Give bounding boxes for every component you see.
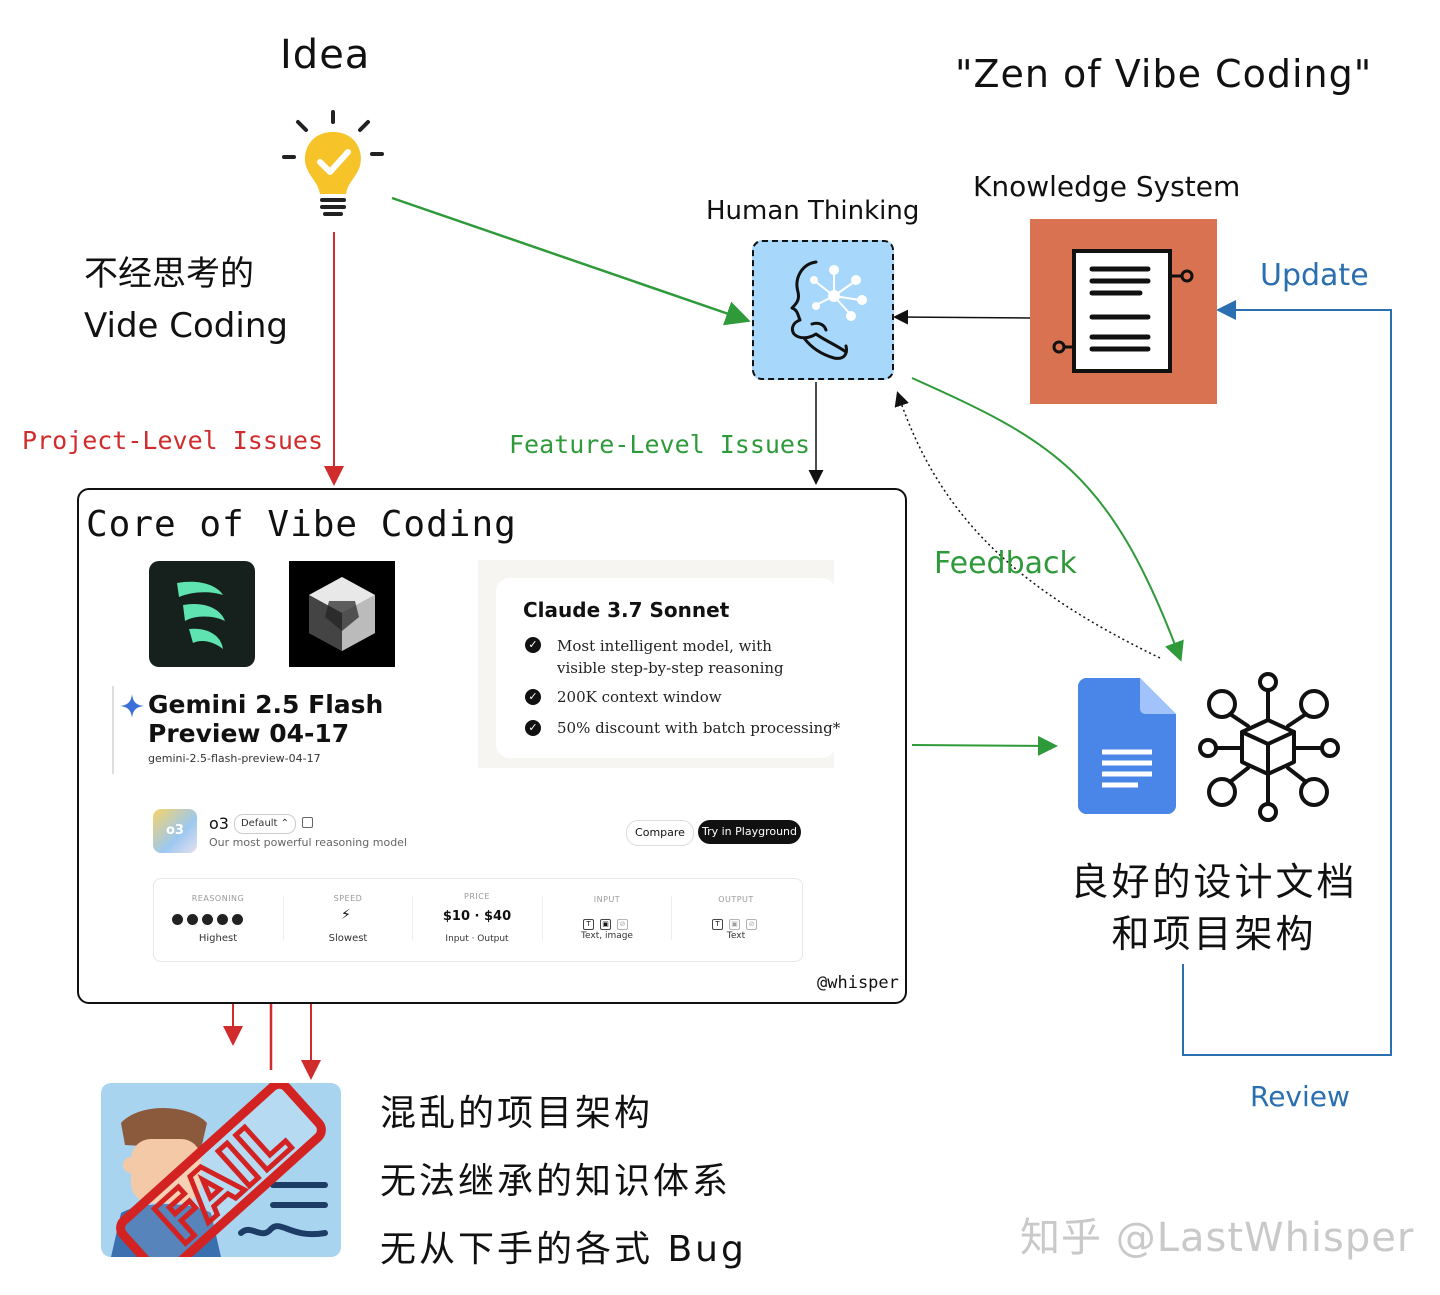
- reasoning-dots: [170, 910, 270, 929]
- reasoning-dot: [187, 914, 198, 925]
- sparkle-icon: [120, 694, 144, 718]
- windsurf-logo-icon: [149, 561, 255, 667]
- stat-price-main: $10 · $40: [442, 909, 512, 924]
- stat-divider: [412, 896, 413, 940]
- good-docs-label: 良好的设计文档 和项目架构: [1064, 856, 1364, 960]
- google-doc-icon: [1078, 678, 1176, 814]
- arrow-review-update-loop: [1182, 300, 1392, 1056]
- stat-reasoning-value: Highest: [198, 933, 238, 944]
- audio-icon: ⊘: [617, 919, 628, 930]
- stat-output-header: OUTPUT: [718, 895, 754, 904]
- fail-reasons: 混乱的项目架构 无法继承的知识体系 无从下手的各式 Bug: [380, 1080, 747, 1284]
- human-thinking-label: Human Thinking: [706, 196, 920, 226]
- check-icon: ✓: [525, 720, 541, 736]
- document-icon: [1052, 249, 1194, 373]
- o3-avatar: o3: [153, 809, 197, 853]
- reasoning-dot: [217, 914, 228, 925]
- good-docs-line1: 良好的设计文档: [1070, 860, 1358, 904]
- no-thinking-label: 不经思考的 Vide Coding: [84, 248, 288, 352]
- gem-logo-icon: [289, 561, 395, 667]
- gemini-title: Gemini 2.5 Flash Preview 04-17: [148, 690, 384, 748]
- arrow-human-to-docs: [911, 377, 1184, 662]
- image-icon: ▣: [729, 919, 740, 930]
- o3-default-badge[interactable]: Default ⌃: [234, 814, 296, 834]
- human-thinking-box: [752, 240, 894, 380]
- fail-reason-3: 无从下手的各式 Bug: [380, 1229, 747, 1270]
- project-issues-label: Project-Level Issues: [22, 426, 324, 455]
- copy-icon[interactable]: [302, 817, 313, 828]
- arrow-feedback: [894, 391, 1161, 659]
- zen-title: "Zen of Vibe Coding": [955, 52, 1373, 96]
- stat-speed-header: SPEED: [333, 894, 363, 903]
- reasoning-dot: [172, 914, 183, 925]
- network-cube-icon: [1198, 672, 1340, 822]
- reasoning-dot: [232, 914, 243, 925]
- update-label: Update: [1260, 258, 1369, 293]
- core-title: Core of Vibe Coding: [86, 504, 517, 545]
- feature-issues-label: Feature-Level Issues: [509, 430, 811, 459]
- input-modality-icons: T ▣ ⊘: [580, 911, 631, 930]
- knowledge-system-box: [1030, 219, 1217, 404]
- lightning-icon: ⚡: [341, 907, 351, 923]
- check-icon: ✓: [525, 637, 541, 653]
- good-docs-line2: 和项目架构: [1111, 912, 1317, 956]
- fail-reason-1: 混乱的项目架构: [380, 1093, 654, 1134]
- o3-description: Our most powerful reasoning model: [209, 836, 408, 849]
- check-icon: ✓: [525, 689, 541, 705]
- claude-card: [496, 578, 836, 758]
- human-head-icon: [790, 260, 867, 360]
- fail-stamp-icon: FAIL: [111, 1083, 328, 1257]
- stat-divider: [283, 896, 284, 940]
- o3-name: o3: [209, 814, 229, 833]
- image-icon: ▣: [600, 919, 611, 930]
- gemini-divider: [112, 686, 114, 774]
- arrow-idea-to-human: [391, 196, 751, 326]
- stat-input-value: Text, image: [581, 931, 633, 941]
- lightbulb-icon: [282, 110, 384, 216]
- review-label: Review: [1250, 1080, 1350, 1113]
- idea-label: Idea: [280, 32, 371, 78]
- claude-title: Claude 3.7 Sonnet: [523, 598, 730, 622]
- stat-price-value: Input · Output: [445, 934, 509, 944]
- stat-input-header: INPUT: [593, 895, 621, 904]
- reasoning-dot: [202, 914, 213, 925]
- stat-divider: [671, 896, 672, 940]
- output-modality-icons: T ▣ ⊘: [709, 911, 760, 930]
- arrow-core-to-docs: [911, 735, 1058, 756]
- no-thinking-line2: Vide Coding: [84, 306, 288, 346]
- claude-feature-2: 200K context window: [557, 688, 722, 706]
- stat-speed-value: Slowest: [328, 933, 368, 944]
- feedback-label: Feedback: [934, 546, 1077, 581]
- fail-reason-2: 无法继承的知识体系: [380, 1161, 732, 1202]
- claude-feature-1: Most intelligent model, with visible ste…: [557, 637, 784, 677]
- arrow-knowledge-to-human: [893, 309, 1031, 325]
- text-icon: T: [712, 919, 723, 930]
- stat-divider: [542, 896, 543, 940]
- o3-stats-panel: [153, 878, 803, 962]
- stat-reasoning-header: REASONING: [191, 894, 245, 903]
- fail-card: FAIL: [101, 1083, 341, 1257]
- stat-output-value: Text: [726, 931, 746, 941]
- try-playground-button[interactable]: Try in Playground: [698, 820, 801, 844]
- knowledge-system-label: Knowledge System: [973, 170, 1241, 203]
- compare-button[interactable]: Compare: [626, 820, 694, 846]
- no-thinking-line1: 不经思考的: [84, 254, 254, 294]
- audio-icon: ⊘: [746, 919, 757, 930]
- gemini-subtitle: gemini-2.5-flash-preview-04-17: [148, 752, 321, 765]
- stat-price-header: PRICE: [464, 892, 490, 901]
- watermark: 知乎 @LastWhisper: [1020, 1215, 1415, 1261]
- claude-feature-3: 50% discount with batch processing*: [557, 719, 841, 737]
- text-icon: T: [583, 919, 594, 930]
- whisper-signature: @whisper: [817, 973, 899, 993]
